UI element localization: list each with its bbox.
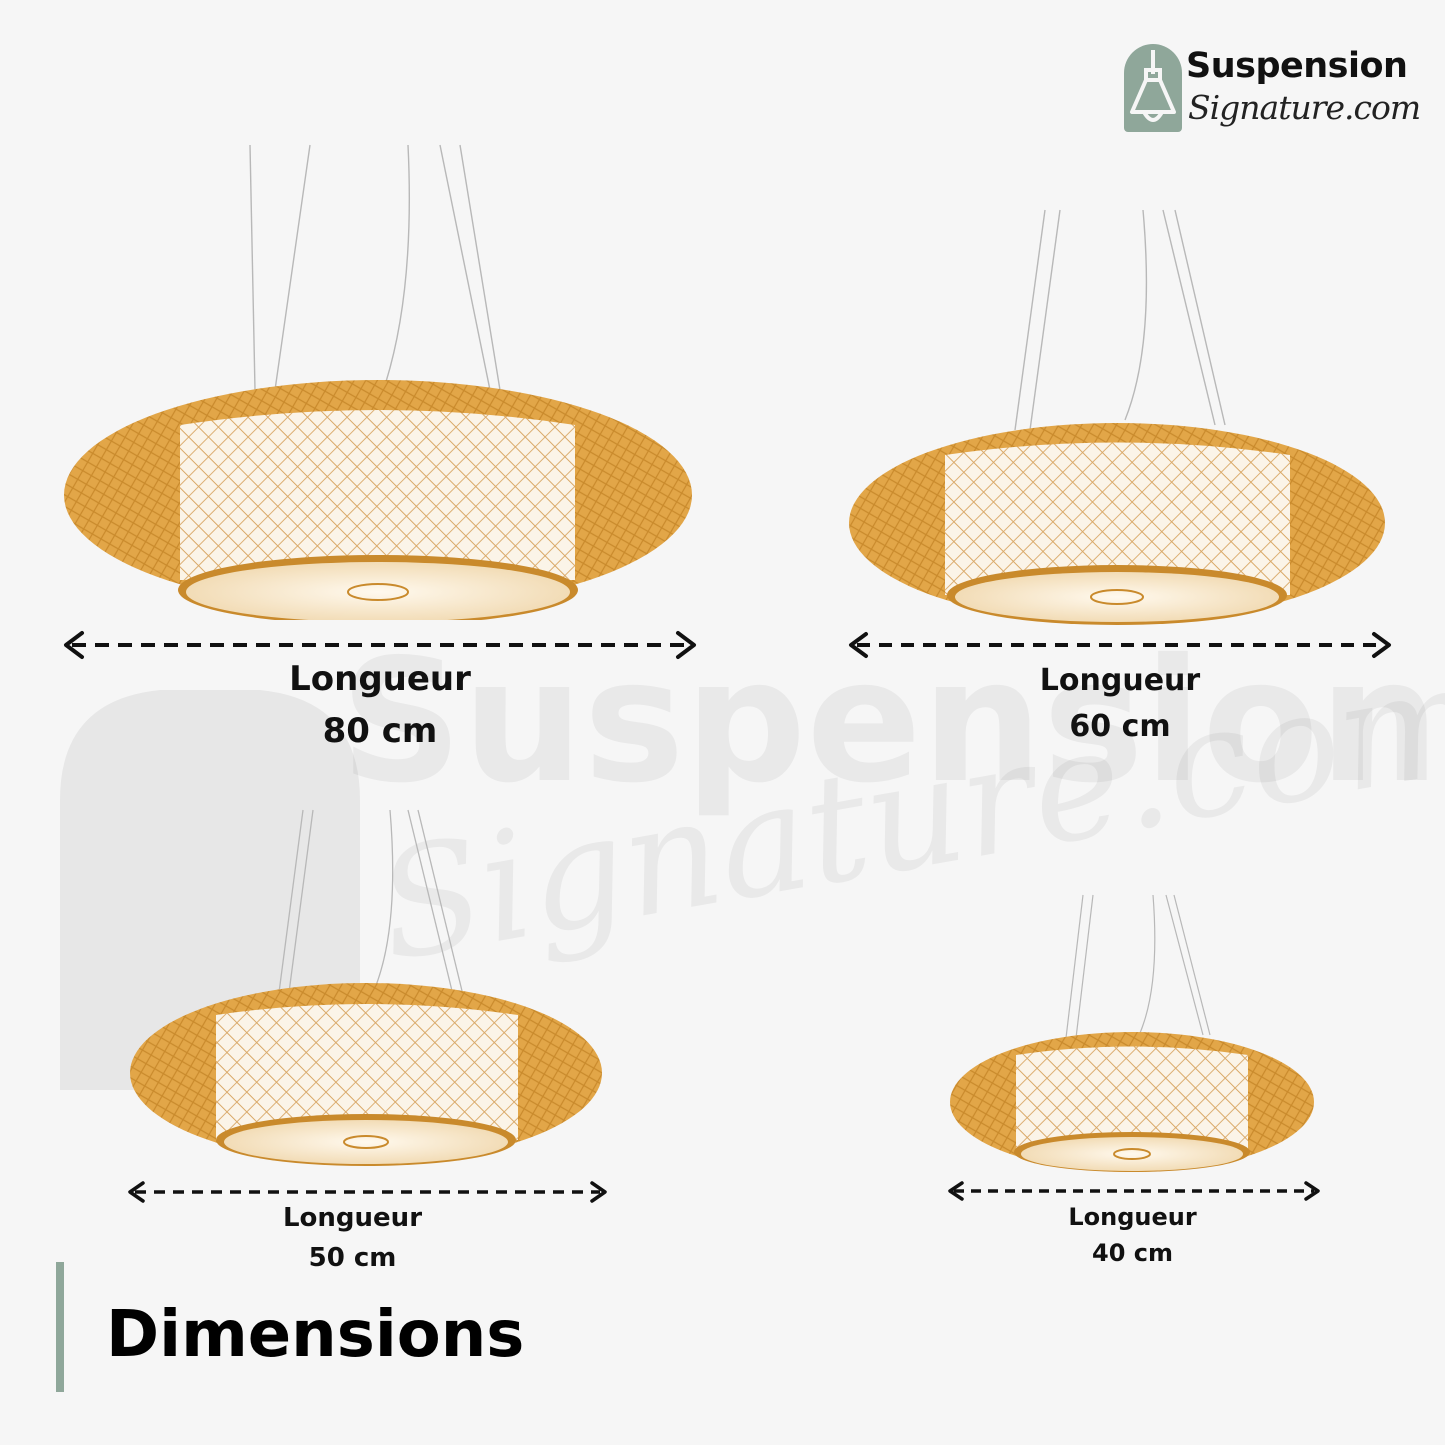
- dimension-label: Longueur: [282, 1203, 423, 1233]
- dimension-80cm: Longueur 80 cm: [60, 625, 700, 755]
- double-arrow-icon: [64, 631, 696, 659]
- dimension-label: Longueur: [1068, 1203, 1197, 1231]
- dimension-label: Longueur: [289, 659, 471, 699]
- double-arrow-icon: [849, 632, 1391, 658]
- brand-logo[interactable]: Suspension Signature.com: [1124, 44, 1424, 136]
- lamp-60cm-image: [845, 205, 1395, 635]
- dimension-40cm: Longueur 40 cm: [945, 1177, 1323, 1277]
- double-arrow-icon: [948, 1181, 1320, 1201]
- lamp-40cm-image: [948, 890, 1320, 1180]
- lamp-50cm-image: [128, 805, 608, 1180]
- lamp-80cm-image: [60, 140, 700, 620]
- dimension-50cm: Longueur 50 cm: [125, 1177, 610, 1287]
- brand-domain: Signature.com: [1188, 88, 1421, 127]
- dimension-value: 60 cm: [1069, 709, 1171, 744]
- brand-name: Suspension: [1186, 46, 1408, 86]
- page-title: Dimensions: [106, 1298, 525, 1372]
- dimension-label: Longueur: [1039, 663, 1201, 698]
- double-arrow-icon: [128, 1181, 607, 1203]
- dimension-value: 80 cm: [322, 711, 438, 751]
- pendant-lamp-icon: [1124, 44, 1182, 132]
- dimension-60cm: Longueur 60 cm: [845, 627, 1395, 747]
- dimension-value: 40 cm: [1092, 1239, 1173, 1267]
- dimension-value: 50 cm: [308, 1243, 397, 1273]
- title-accent-bar: [56, 1262, 64, 1392]
